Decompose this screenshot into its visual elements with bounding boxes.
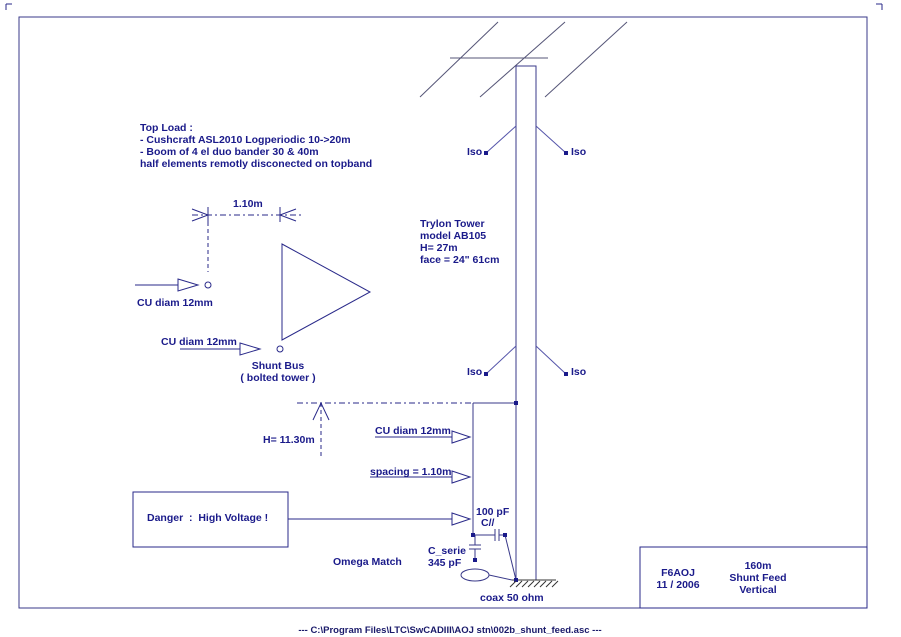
shunt-bus-line-1: Shunt Bus — [251, 360, 305, 372]
insulators — [484, 151, 568, 376]
top-load-title: Top Load : — [140, 122, 193, 134]
cserie-value: 345 pF — [428, 557, 462, 569]
ground-symbol — [509, 580, 559, 588]
tower-line-3: H= 27m — [420, 242, 458, 254]
conductor-arrows — [135, 278, 284, 356]
shunt-triangle — [281, 243, 372, 341]
title-date: 11 / 2006 — [656, 579, 700, 591]
dimension-height — [297, 401, 472, 458]
dimension-top-label: 1.10m — [233, 198, 263, 210]
cserie-name: C_serie — [428, 545, 466, 557]
title-block-frame — [639, 546, 868, 609]
iso-label-top-right: Iso — [571, 146, 587, 158]
top-load-line-2: - Boom of 4 el duo bander 30 & 40m — [140, 146, 319, 158]
spacing-label: spacing = 1.10m — [370, 466, 452, 478]
shunt-bus-line-2: ( bolted tower ) — [240, 372, 316, 384]
omega-match — [460, 529, 556, 582]
top-load-line-1: - Cushcraft ASL2010 Logperiodic 10->20m — [140, 134, 351, 146]
tower-line-1: Trylon Tower — [420, 218, 485, 230]
file-path-footer: --- C:\Program Files\LTC\SwCADIII\AOJ st… — [298, 625, 602, 636]
guy-wires — [485, 125, 567, 375]
cu-diam-label-2: CU diam 12mm — [161, 336, 237, 348]
danger-label: Danger : High Voltage ! — [147, 512, 269, 524]
shunt-wire — [472, 402, 516, 535]
title-band: 160m — [744, 560, 772, 572]
coax-label: coax 50 ohm — [480, 592, 544, 604]
top-load-line-3: half elements remotly disconected on top… — [140, 158, 373, 170]
title-desc-2: Vertical — [739, 584, 777, 596]
title-desc-1: Shunt Feed — [729, 572, 787, 584]
tower — [515, 65, 537, 581]
title-author: F6AOJ — [661, 567, 695, 579]
height-label: H= 11.30m — [263, 434, 315, 446]
drawing-frame — [18, 16, 868, 609]
cpar-name: C// — [481, 517, 495, 529]
corner-mark-top-right — [876, 3, 883, 10]
annotation-arrows — [288, 430, 472, 526]
cu-diam-label-3: CU diam 12mm — [375, 425, 451, 437]
top-load-elements — [419, 21, 628, 98]
iso-label-bottom-right: Iso — [571, 366, 587, 378]
cu-diam-label-1: CU diam 12mm — [137, 297, 213, 309]
iso-label-bottom-left: Iso — [467, 366, 483, 378]
tower-line-4: face = 24" 61cm — [420, 254, 500, 266]
corner-mark-top-left — [5, 3, 12, 10]
iso-label-top-left: Iso — [467, 146, 483, 158]
omega-match-label: Omega Match — [333, 556, 402, 568]
dimension-top-spacing — [191, 207, 302, 272]
tower-line-2: model AB105 — [420, 230, 487, 242]
cpar-value: 100 pF — [476, 506, 510, 518]
